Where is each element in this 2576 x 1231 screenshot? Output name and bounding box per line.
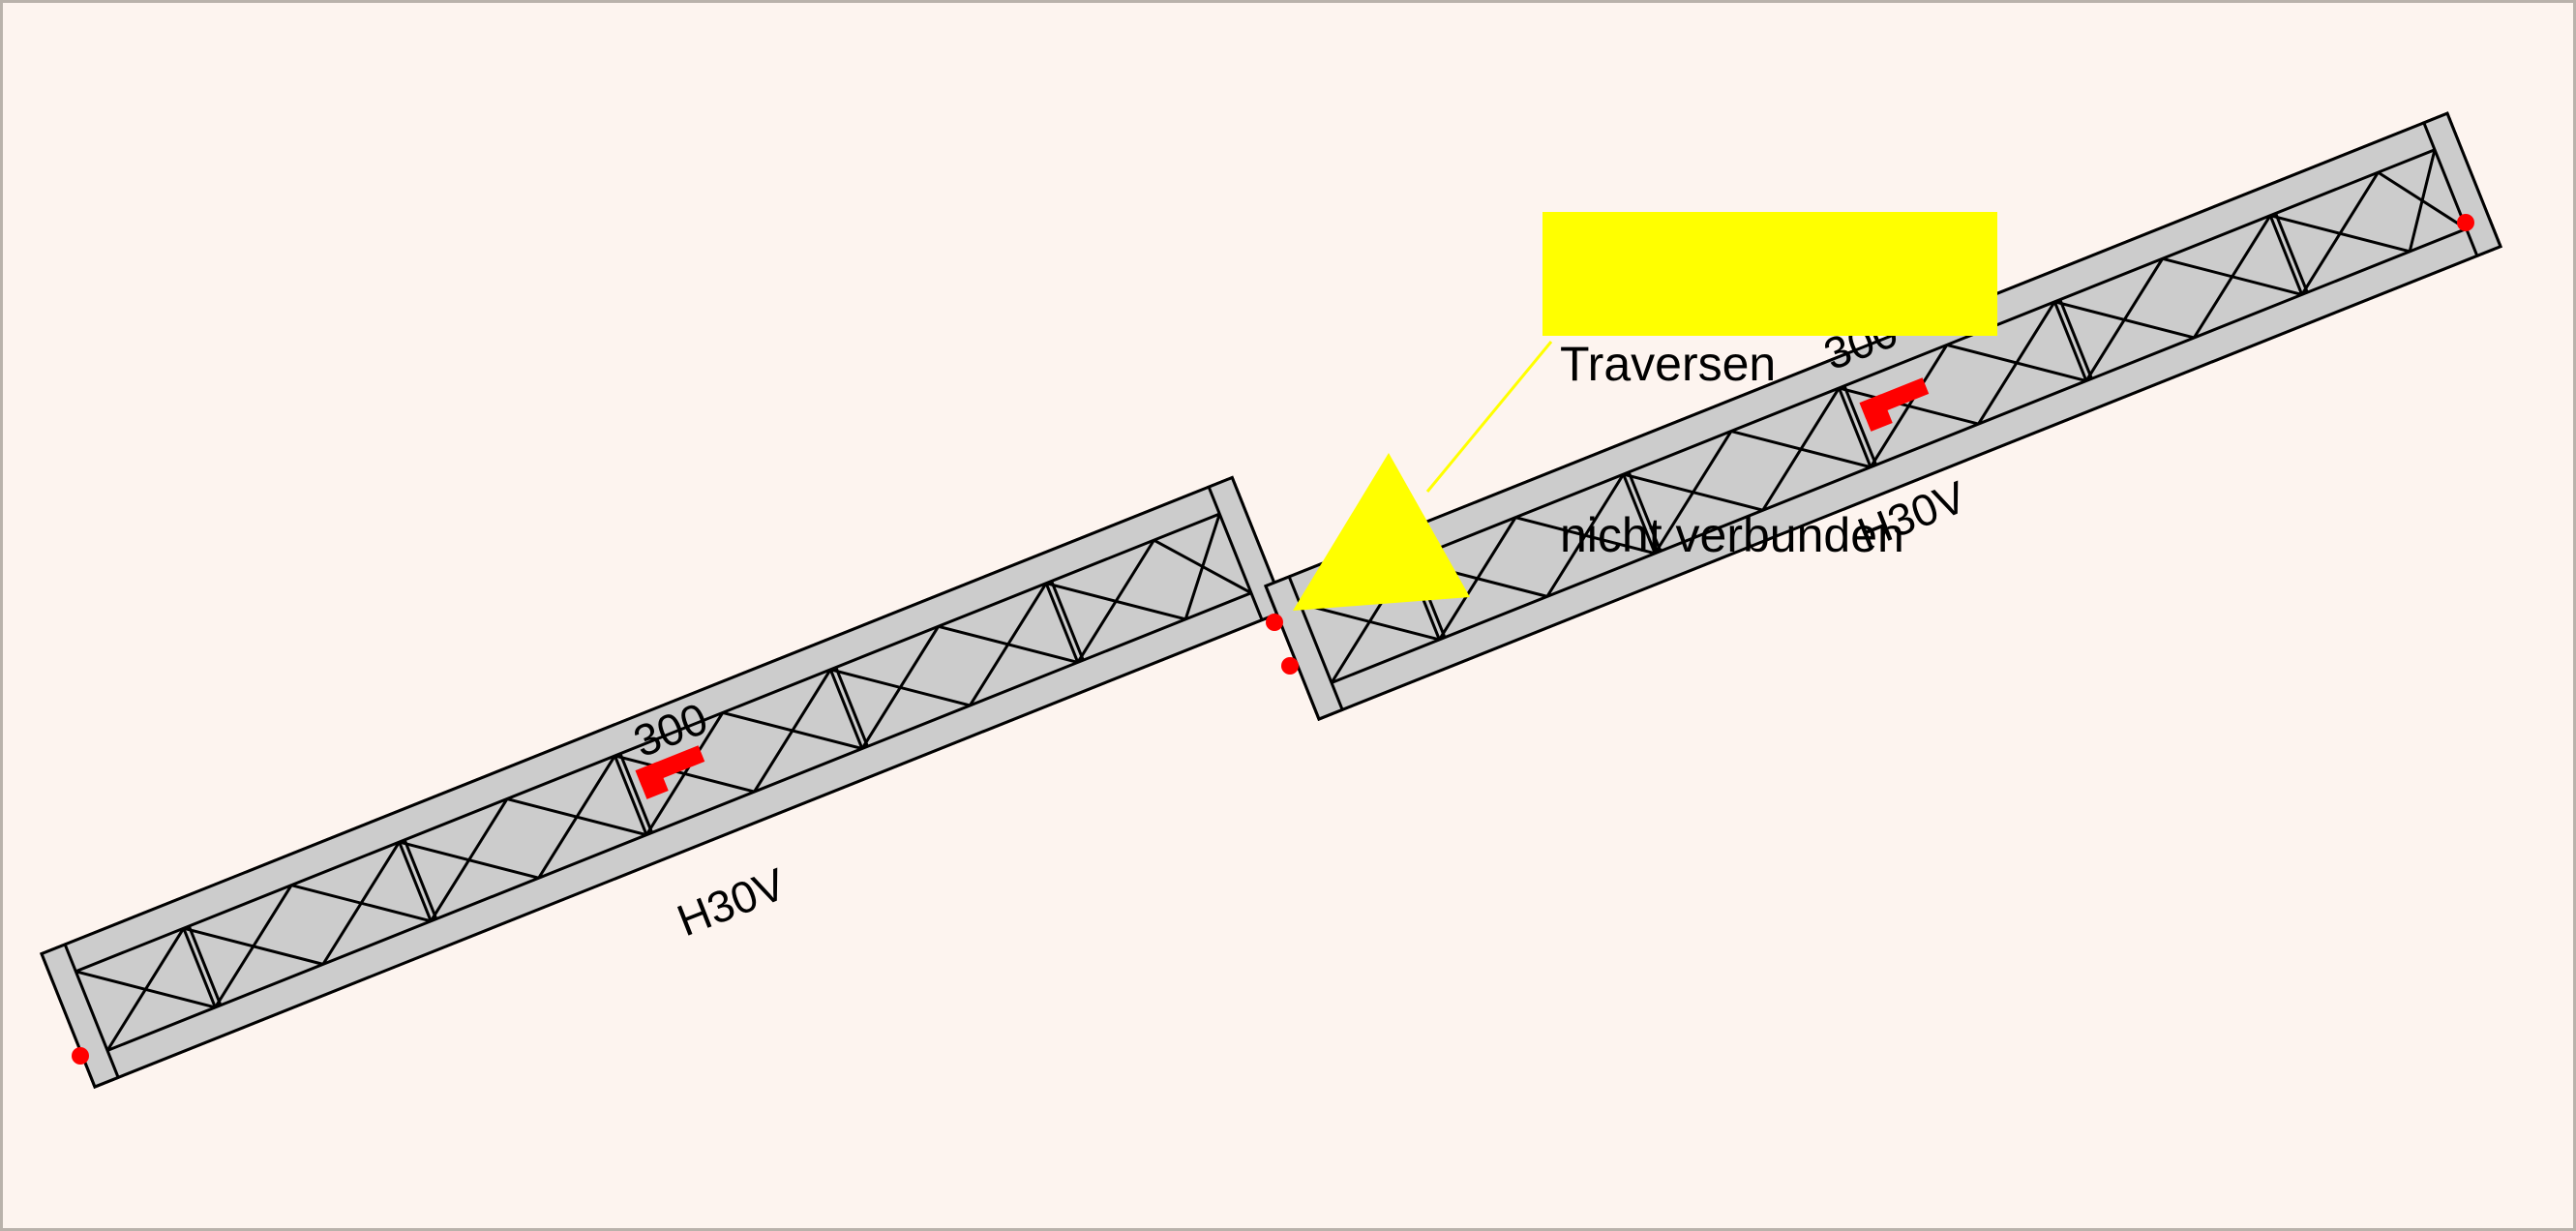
node-markers: [72, 214, 2474, 1065]
beam-label-lower: H30V: [671, 858, 793, 946]
beam-upper-right[interactable]: [1264, 111, 2502, 721]
anchor-lower-beam[interactable]: [635, 745, 710, 799]
traversen-warning-tooltip[interactable]: Traversen nicht verbunden: [1543, 212, 1997, 562]
node-gap-upper[interactable]: [1266, 614, 1283, 631]
tooltip-line-1: Traversen: [1560, 337, 1777, 391]
anchor-upper-beam[interactable]: [1859, 377, 1934, 432]
node-gap-lower[interactable]: [1281, 657, 1299, 675]
beam-bottom-chord: [81, 582, 1288, 1089]
callout-pointer: [1293, 341, 1553, 611]
callout-triangle: [1293, 453, 1470, 611]
beam-lattice: [1299, 149, 2468, 684]
truss-drawing: 300 H30V 300 H30V: [40, 111, 2502, 1089]
node-right-end[interactable]: [2457, 214, 2474, 231]
beam-end-cap-left: [1264, 574, 1345, 721]
beam-lower-left[interactable]: [40, 475, 1288, 1089]
beam-lattice: [75, 513, 1252, 1052]
beam-end-cap-right: [2421, 111, 2502, 258]
callout-leader-line: [1425, 341, 1553, 493]
beam-end-cap-left: [40, 942, 121, 1089]
tooltip-line-2: nicht verbunden: [1560, 508, 1904, 562]
node-left-end[interactable]: [72, 1047, 89, 1065]
